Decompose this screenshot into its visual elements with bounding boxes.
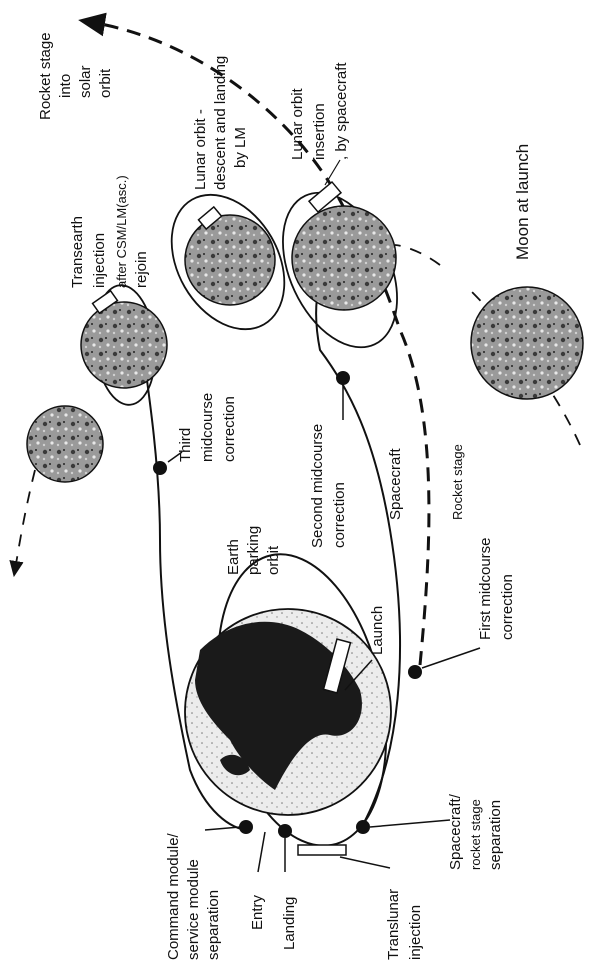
launch-rocket-icon — [322, 638, 352, 694]
label-earth-parking-orbit: Earth parking orbit — [225, 522, 282, 575]
leader-entry — [257, 831, 266, 873]
label-spacecraft-rocket-sep: Spacecraft/ rocket stage separation — [447, 790, 504, 870]
rocket-stage-solar-orbit-path — [78, 12, 347, 211]
moon-trajectory-left — [9, 469, 36, 578]
moon-descent-landing — [184, 214, 276, 306]
spacecraft-icon-2 — [197, 205, 223, 231]
dot-cm-sm-sep — [239, 820, 253, 834]
moon-at-launch — [470, 286, 584, 400]
label-spacecraft: Spacecraft — [387, 447, 404, 520]
earth-continents — [195, 621, 362, 790]
label-translunar: Translunar injection — [385, 885, 424, 960]
leader-spacecraft-rocket — [369, 819, 451, 828]
return-trajectory — [139, 329, 251, 831]
label-lunar-orbit-descent: Lunar orbit - descent and landing by LM — [192, 52, 249, 190]
label-moon-at-launch: Moon at launch — [513, 144, 532, 260]
label-lunar-orbit-insertion: Lunar orbit insertion , by spacecraft — [289, 62, 350, 160]
spacecraft-icon-3 — [91, 289, 119, 315]
label-second-midcourse: Second midcourse correction — [309, 420, 348, 548]
label-transearth: Transearth injection after CSM/LM(asc.) … — [69, 171, 150, 288]
dot-spacecraft-rocket-sep — [356, 820, 370, 834]
label-cm-sm-sep: Command module/ service module separatio… — [165, 829, 222, 960]
translunar-spacecraft-icon — [297, 844, 347, 856]
label-rocket-stage: Rocket stage — [450, 444, 465, 520]
moon-transearth — [80, 301, 168, 389]
label-third-midcourse: Third midcourse correction — [177, 389, 238, 462]
leader-cm-sm — [204, 826, 241, 831]
moon-lunar-orbit-insertion — [291, 205, 397, 311]
label-launch: Launch — [369, 606, 386, 655]
moon-trajectory-arc-upper — [394, 244, 441, 266]
moon-final — [26, 405, 104, 483]
spacecraft-icon-1 — [307, 180, 343, 214]
leader-launch — [344, 659, 373, 691]
dot-third-midcourse — [153, 461, 167, 475]
leader-third-midcourse — [167, 451, 183, 463]
label-rocket-stage-solar: Rocket stage into solar orbit — [37, 28, 114, 120]
label-first-midcourse: First midcourse correction — [477, 533, 516, 640]
leader-translunar — [339, 856, 391, 869]
earth-continent-small — [220, 754, 250, 776]
label-landing: Landing — [281, 897, 298, 950]
dot-landing — [278, 824, 292, 838]
dot-first-midcourse — [408, 665, 422, 679]
dot-second-midcourse — [336, 371, 350, 385]
leader-lunar-insertion — [324, 159, 341, 186]
leader-first-midcourse — [421, 647, 481, 669]
lunar-orbit-ring-2 — [170, 193, 286, 331]
label-entry: Entry — [249, 894, 266, 930]
